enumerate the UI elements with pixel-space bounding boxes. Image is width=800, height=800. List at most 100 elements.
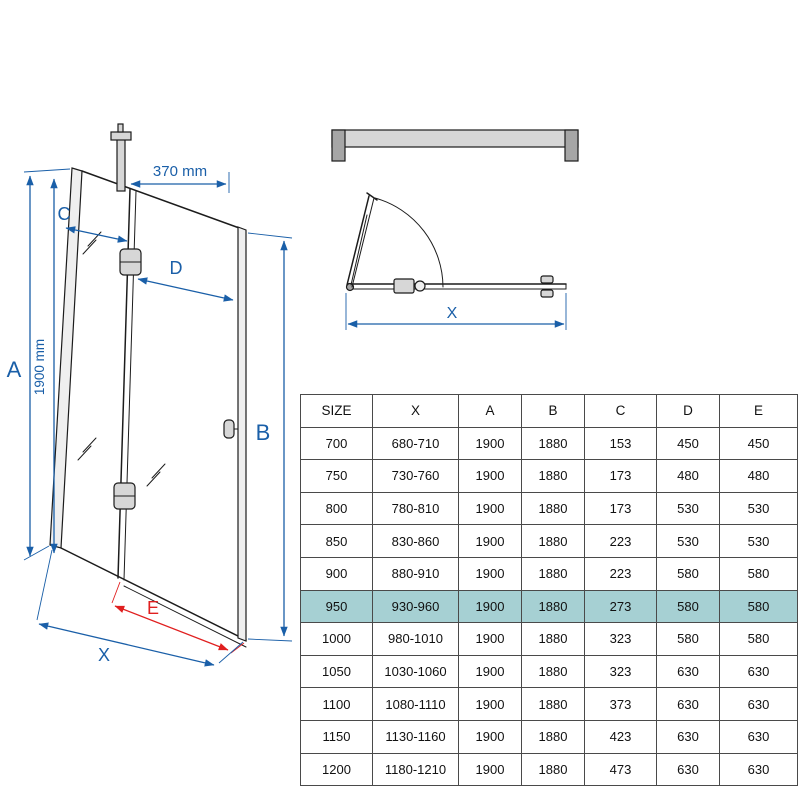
table-cell: 730-760 [372,459,459,493]
label-x-front: X [98,645,110,665]
top-view: X [331,129,579,330]
table-cell: 1900 [458,556,522,591]
table-cell: 700 [300,426,373,461]
label-d: D [170,258,183,278]
table-cell: 1880 [521,459,585,493]
label-b: B [256,420,271,445]
table-cell: 530 [719,524,798,558]
label-c: C [58,204,71,224]
table-cell: 153 [584,426,657,461]
table-cell: 580 [656,556,720,591]
door-frame-structure [49,123,247,648]
table-cell: 1880 [521,524,585,558]
col-header-c: C [584,394,657,428]
table-cell: 1900 [458,426,522,461]
table-cell: 630 [656,654,720,689]
col-header-b: B [521,394,585,428]
table-cell: 1130-1160 [372,719,459,754]
table-cell: 1900 [458,459,522,493]
table-cell: 1050 [300,654,373,689]
table-cell: 1200 [300,752,373,787]
table-cell: 630 [656,752,720,787]
table-cell: 800 [300,491,373,526]
table-header-row: SIZE X A B C D E [300,394,798,428]
table-cell: 323 [584,654,657,689]
table-cell: 1180-1210 [372,752,459,787]
table-cell: 580 [656,622,720,656]
table-cell: 1900 [458,719,522,754]
table-cell: 630 [719,687,798,721]
table-cell: 630 [719,719,798,754]
table-cell: 1880 [521,589,585,624]
table-cell: 580 [719,589,798,624]
table-cell: 223 [584,556,657,591]
table-cell: 1900 [458,589,522,624]
table-cell: 1880 [521,426,585,461]
col-header-a: A [458,394,522,428]
hinge-bottom [113,482,136,510]
table-cell: 1880 [521,622,585,656]
label-370mm: 370 mm [153,163,207,180]
table-cell: 980-1010 [372,622,459,656]
table-cell: 850 [300,524,373,558]
table-cell: 580 [719,556,798,591]
table-cell: 750 [300,459,373,493]
table-cell: 480 [719,459,798,493]
table-cell: 373 [584,687,657,721]
table-cell: 450 [656,426,720,461]
closed-door-plan [347,275,567,298]
top-support-bar [110,123,132,192]
table-cell: 1080-1110 [372,687,459,721]
table-cell: 930-960 [372,589,459,624]
table-cell: 530 [656,524,720,558]
table-cell: 1000 [300,622,373,656]
table-cell: 173 [584,459,657,493]
table-cell: 1100 [300,687,373,721]
table-cell: 880-910 [372,556,459,591]
table-cell: 423 [584,719,657,754]
top-edge [81,170,243,230]
col-header-d: D [656,394,720,428]
plan-door-handle [540,275,554,298]
top-view-dimension-x: X [345,293,567,330]
table-cell: 1880 [521,654,585,689]
table-cell: 630 [656,719,720,754]
table-cell: 223 [584,524,657,558]
table-cell: 630 [719,752,798,787]
label-x-top: X [447,305,458,322]
table-cell: 830-860 [372,524,459,558]
bottom-edge [60,547,247,641]
door-handle [223,419,239,439]
pivot-point [345,282,355,292]
hinge-stile [117,188,131,579]
table-cell: 1880 [521,752,585,787]
table-cell: 1900 [458,524,522,558]
table-cell: 1880 [521,491,585,526]
table-cell: 1880 [521,556,585,591]
front-view: A 1900 mm 370 mm C D B [7,123,293,667]
table-cell: 530 [719,491,798,526]
col-header-size: SIZE [300,394,373,428]
table-cell: 630 [656,687,720,721]
table-cell: 580 [656,589,720,624]
table-cell: 530 [656,491,720,526]
wall-profile [331,129,579,162]
table-cell: 480 [656,459,720,493]
table-cell: 900 [300,556,373,591]
table-cell: 473 [584,752,657,787]
table-cell: 1900 [458,687,522,721]
table-cell: 173 [584,491,657,526]
left-wall-profile [49,167,83,549]
table-cell: 1030-1060 [372,654,459,689]
